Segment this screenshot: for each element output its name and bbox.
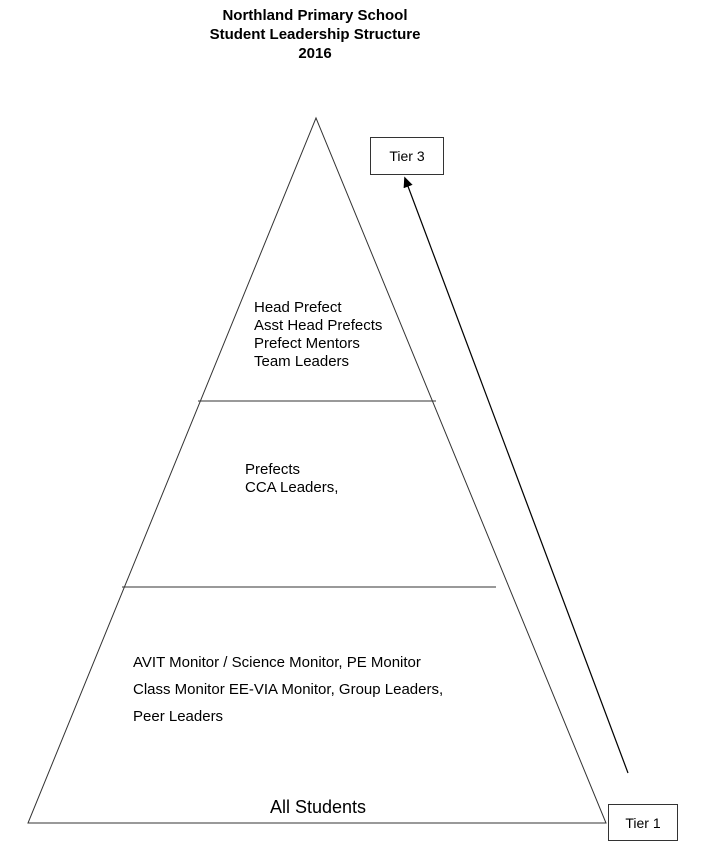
base-label: All Students bbox=[270, 797, 367, 817]
progression-arrow bbox=[403, 176, 629, 774]
tier-3-box: Tier 3 bbox=[370, 137, 444, 175]
tier-1-box: Tier 1 bbox=[608, 804, 678, 841]
role-item: AVIT Monitor / Science Monitor, PE Monit… bbox=[133, 654, 421, 671]
middle-level-roles: Prefects CCA Leaders, bbox=[245, 461, 338, 497]
top-level-roles: Head Prefect Asst Head Prefects Prefect … bbox=[254, 299, 382, 371]
role-item: Prefects bbox=[245, 461, 301, 478]
bottom-level-roles: AVIT Monitor / Science Monitor, PE Monit… bbox=[133, 649, 443, 730]
role-item: Team Leaders bbox=[254, 353, 350, 370]
tier-3-label: Tier 3 bbox=[389, 148, 425, 164]
role-item: Class Monitor EE-VIA Monitor, Group Lead… bbox=[133, 681, 444, 698]
pyramid-outline bbox=[27, 116, 607, 824]
role-item: Head Prefect bbox=[254, 299, 342, 316]
title-line-3: 2016 bbox=[298, 45, 332, 62]
role-item: CCA Leaders, bbox=[245, 479, 339, 496]
tier-1-label: Tier 1 bbox=[625, 814, 661, 831]
diagram-title: Northland Primary School Student Leaders… bbox=[0, 6, 630, 63]
role-item: Asst Head Prefects bbox=[254, 317, 383, 334]
role-item: Peer Leaders bbox=[133, 708, 224, 725]
title-line-1: Northland Primary School bbox=[222, 7, 408, 24]
role-item: Prefect Mentors bbox=[254, 335, 360, 352]
title-line-2: Student Leadership Structure bbox=[209, 26, 421, 43]
